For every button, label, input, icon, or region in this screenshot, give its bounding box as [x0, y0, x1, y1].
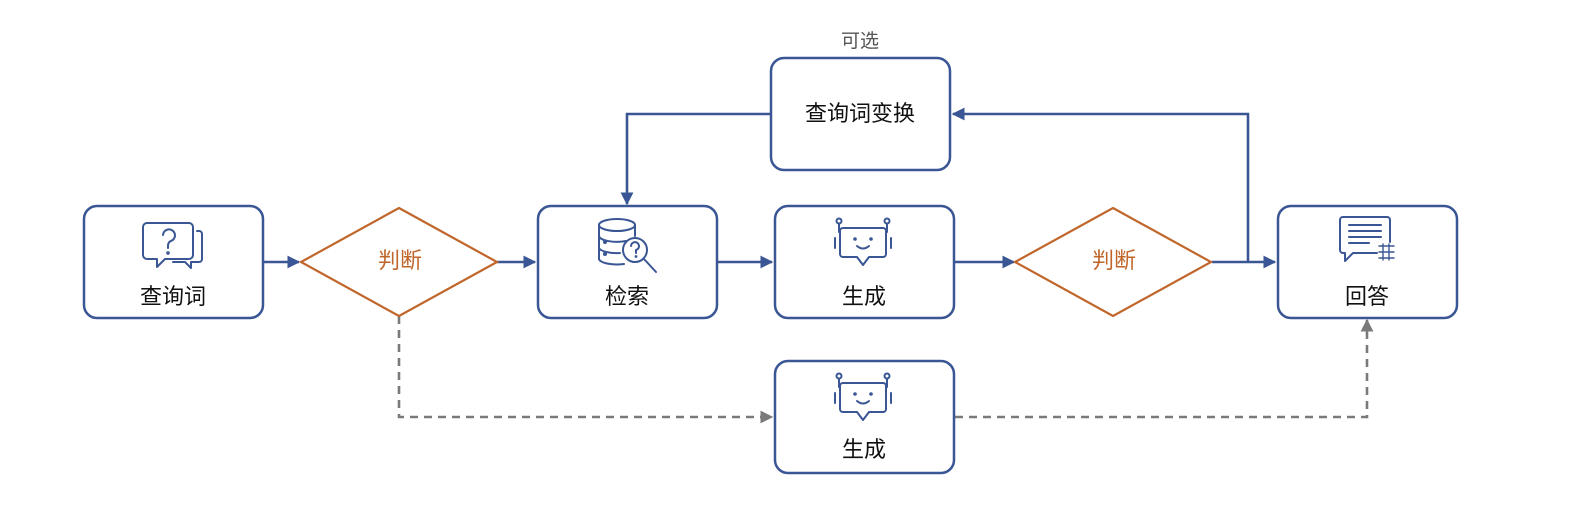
node-query-label: 查询词: [140, 285, 206, 310]
robot-chat-icon: [834, 372, 892, 421]
node-judge2: 判断: [1012, 206, 1214, 318]
chat-question-icon: [142, 222, 203, 269]
node-transform-note: 可选: [841, 30, 879, 52]
node-generate2: 生成: [773, 359, 956, 475]
database-search-icon: [598, 218, 657, 273]
node-answer-label: 回答: [1345, 285, 1389, 310]
node-retrieve-label: 检索: [605, 285, 649, 310]
node-generate2-label: 生成: [842, 438, 886, 463]
edge-generate2-to-answer: [955, 318, 1374, 419]
node-judge1: 判断: [298, 206, 500, 318]
node-generate1: 生成: [773, 204, 956, 320]
edge-judge2-to-transform: [951, 107, 1250, 262]
edge-judge1-to-generate2: [397, 316, 774, 424]
node-query: 查询词: [82, 204, 265, 320]
node-retrieve: 检索: [536, 204, 719, 320]
node-answer: 回答: [1276, 204, 1459, 320]
node-transform-label: 查询词变换: [805, 102, 915, 127]
node-generate1-label: 生成: [842, 285, 886, 310]
document-chat-icon: [1339, 216, 1395, 262]
node-judge1-label: 判断: [378, 249, 422, 274]
robot-chat-icon: [834, 217, 892, 266]
edge-transform-to-retrieve: [620, 112, 771, 206]
node-judge2-label: 判断: [1092, 249, 1136, 274]
node-transform: 可选 查询词变换: [769, 30, 952, 172]
